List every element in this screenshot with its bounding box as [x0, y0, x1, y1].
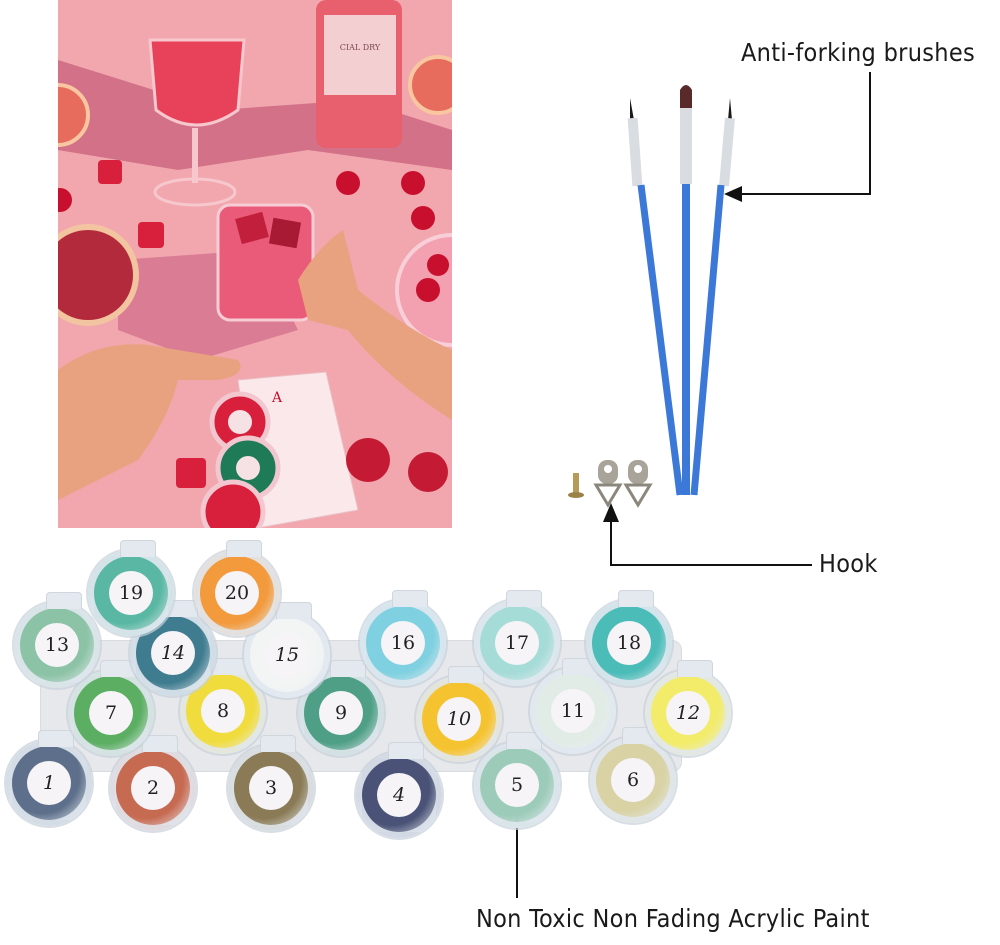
cup-lid-tab — [276, 602, 312, 619]
cup-lid-tab — [142, 735, 178, 752]
cup-number-label: 1 — [27, 761, 71, 805]
cup-lid-tab — [38, 730, 74, 747]
cup-number-label: 7 — [89, 691, 133, 735]
paint-cup-19: 19 — [88, 540, 174, 636]
svg-text:CIAL DRY: CIAL DRY — [340, 43, 381, 52]
cup-number-label: 11 — [551, 689, 595, 733]
paint-cup-12: 12 — [645, 660, 731, 756]
cup-lid-tab — [226, 540, 262, 557]
brush-middle — [680, 85, 692, 495]
hook-icon — [593, 460, 623, 508]
cup-lid-tab — [212, 658, 248, 675]
cup-lid-tab — [330, 660, 366, 677]
cup-lid-tab — [618, 590, 654, 607]
cup-number-label: 4 — [377, 773, 421, 817]
paint-cup-15: 15 — [244, 602, 330, 698]
paint-cup-11: 11 — [530, 658, 616, 754]
cup-number-label: 19 — [109, 571, 153, 615]
paint-cup-9: 9 — [298, 660, 384, 756]
painting-artwork: CIAL DRY A A — [58, 0, 452, 528]
cup-number-label: 13 — [35, 623, 79, 667]
paint-cup-20: 20 — [194, 540, 280, 636]
cup-lid-tab — [677, 660, 713, 677]
paint-cup-14: 14 — [130, 600, 216, 696]
cup-lid-tab — [392, 590, 428, 607]
arrow-left-icon — [724, 186, 742, 202]
hook-icon — [623, 460, 653, 508]
brush-right — [690, 98, 735, 496]
paint-cup-7: 7 — [68, 660, 154, 756]
paint-cup-2: 2 — [110, 735, 196, 831]
paint-cup-13: 13 — [14, 592, 100, 688]
cup-number-label: 12 — [666, 691, 710, 735]
cup-number-label: 17 — [495, 621, 539, 665]
cup-number-label: 3 — [249, 766, 293, 810]
brushes-label: Anti-forking brushes — [741, 38, 976, 67]
paint-cup-3: 3 — [228, 735, 314, 831]
brushes-illustration — [627, 85, 735, 496]
paint-label: Non Toxic Non Fading Acrylic Paint — [476, 904, 870, 933]
cup-number-label: 9 — [319, 691, 363, 735]
arrow-up-icon — [603, 503, 619, 522]
cup-number-label: 5 — [495, 763, 539, 807]
cup-lid-tab — [506, 590, 542, 607]
paint-cup-5: 5 — [474, 732, 560, 828]
cup-number-label: 15 — [265, 633, 309, 677]
cup-lid-tab — [46, 592, 82, 609]
cup-lid-tab — [448, 666, 484, 683]
hook-label: Hook — [819, 549, 878, 578]
brush-left — [627, 98, 684, 496]
screw-icon — [568, 473, 584, 498]
paint-cup-16: 16 — [360, 590, 446, 686]
cup-number-label: 20 — [215, 571, 259, 615]
cup-number-label: 14 — [151, 631, 195, 675]
paint-cup-10: 10 — [416, 666, 502, 762]
paint-cup-1: 1 — [6, 730, 92, 826]
paint-cup-18: 18 — [586, 590, 672, 686]
cup-number-label: 8 — [201, 689, 245, 733]
paint-cup-4: 4 — [356, 742, 442, 838]
paint-cup-6: 6 — [590, 727, 676, 823]
cup-lid-tab — [120, 540, 156, 557]
hook-callout-line — [603, 503, 812, 566]
canvas-painting: CIAL DRY A A — [58, 0, 452, 528]
cup-number-label: 10 — [437, 697, 481, 741]
cup-number-label: 18 — [607, 621, 651, 665]
cup-number-label: 16 — [381, 621, 425, 665]
cup-lid-tab — [260, 735, 296, 752]
hook-hardware — [568, 460, 653, 508]
cup-number-label: 6 — [611, 758, 655, 802]
paint-cup-17: 17 — [474, 590, 560, 686]
cup-lid-tab — [388, 742, 424, 759]
brushes-callout-line — [724, 72, 871, 202]
svg-text:A: A — [271, 390, 283, 406]
cup-number-label: 2 — [131, 766, 175, 810]
